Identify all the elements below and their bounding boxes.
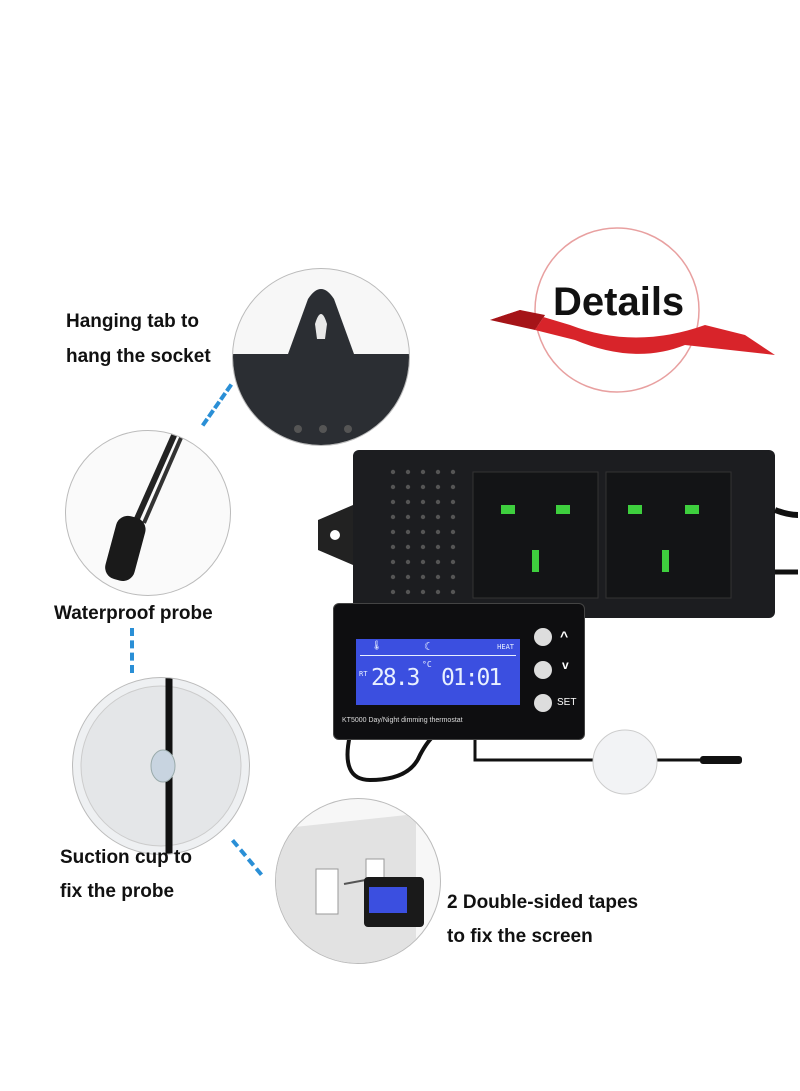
vent-hole [405,514,411,520]
probe-circle [65,430,231,596]
vent-hole [420,499,426,505]
vent-hole [390,574,396,580]
vent-hole [435,574,441,580]
vent-hole [450,514,456,520]
vent-hole [435,589,441,595]
vent-hole [435,484,441,490]
suction-cup-icon [80,678,242,854]
probe-label: Waterproof probe [54,603,213,624]
vent-hole [420,514,426,520]
set-label: SET [557,697,577,708]
suction-cup-circle [72,677,250,855]
vent-hole [405,559,411,565]
vent-hole [420,469,426,475]
up-button[interactable] [534,628,552,646]
vent-hole [390,544,396,550]
vent-hole [405,544,411,550]
vent-hole [450,589,456,595]
vent-hole [405,574,411,580]
mode-text: HEAT [497,643,514,651]
tapes-circle [275,798,441,964]
vent-hole [405,499,411,505]
probe-icon [105,431,186,581]
vent-hole [405,529,411,535]
vent-hole [390,499,396,505]
hanging-label-line2: hang the socket [66,346,211,367]
connector-line [130,628,134,673]
hanging-tab-circle [232,268,410,446]
vent-hole [435,559,441,565]
vent-hole [450,559,456,565]
vent-hole [420,529,426,535]
vent-hole [405,484,411,490]
vent-hole [450,574,456,580]
temperature-readout: 28.3 [371,665,420,691]
vent-hole [450,544,456,550]
hanging-tab-icon [233,289,409,445]
socket-icon [318,450,799,618]
vent-hole [435,529,441,535]
vent-hole [450,529,456,535]
vent-hole [390,589,396,595]
vent-hole [450,484,456,490]
rt-label: RT [359,670,368,678]
up-arrow-label: ^ [560,628,569,644]
time-readout: 01:01 [441,665,502,691]
vent-hole [420,574,426,580]
hanging-label-line1: Hanging tab to [66,311,199,332]
tapes-icon [276,814,424,963]
connector-line [201,383,233,427]
vent-hole [450,499,456,505]
vent-hole [420,544,426,550]
power-socket [318,450,799,620]
set-button[interactable] [534,694,552,712]
vent-hole [435,469,441,475]
cables-icon [345,729,742,795]
vent-hole [450,469,456,475]
vent-hole [420,589,426,595]
vent-hole [435,499,441,505]
details-badge: Details [485,225,785,400]
vent-hole [390,484,396,490]
thermometer-icon: 🌡 [371,640,383,650]
ribbon-icon [490,227,775,393]
vent-hole [390,559,396,565]
vent-hole [390,469,396,475]
suction-label-line2: fix the probe [60,881,175,902]
model-text: KT5000 Day/Night dimming thermostat [342,717,463,724]
down-arrow-label: v [562,658,569,672]
vent-hole [435,544,441,550]
vent-hole [405,469,411,475]
vent-hole [420,484,426,490]
down-button[interactable] [534,661,552,679]
thermostat-controller: 🌡 ☾ HEAT RT 28.3 °C 01:01 KT5000 Day/Nig… [333,603,585,740]
vent-hole [390,514,396,520]
vent-hole [390,529,396,535]
unit-label: °C [422,660,432,669]
lcd-display: 🌡 ☾ HEAT RT 28.3 °C 01:01 [356,639,520,705]
vent-hole [405,589,411,595]
vent-hole [420,559,426,565]
tapes-label-line1: 2 Double-sided tapes [447,892,639,913]
moon-icon: ☾ [424,641,434,653]
connector-line [231,838,263,877]
details-title: Details [553,280,685,324]
tapes-label-line2: to fix the screen [447,926,593,947]
suction-label-line1: Suction cup to [60,847,192,868]
vent-hole [435,514,441,520]
